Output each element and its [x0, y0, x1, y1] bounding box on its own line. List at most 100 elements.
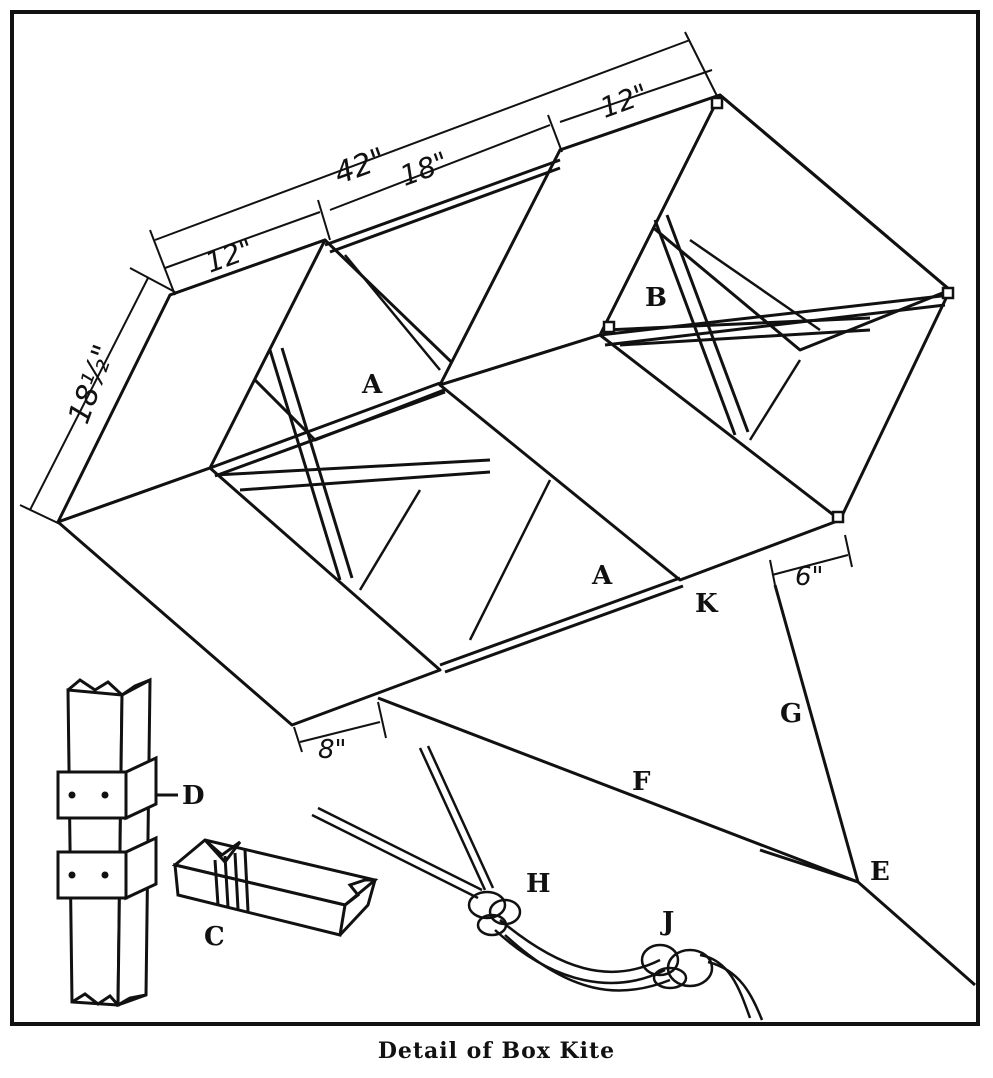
front-cross-brace-1b [280, 347, 354, 579]
front-cross-brace-2b [239, 470, 491, 492]
knot-line-upper-1 [418, 747, 487, 891]
flying-line [857, 880, 976, 987]
label-b: B [645, 283, 667, 313]
corner-tip-4 [602, 320, 616, 334]
longeron-rear-top-2 [604, 303, 946, 347]
dim-overall-tick-l [149, 229, 176, 296]
dim-middle-line [329, 124, 551, 211]
dim-middle-tick [547, 114, 563, 153]
interior-line-1 [344, 254, 441, 371]
detail-c-stick [171, 838, 379, 937]
dimension-lines [19, 31, 853, 753]
longeron-top-2 [329, 166, 561, 254]
label-e: E [870, 857, 890, 887]
knot-line-left-2 [317, 806, 483, 892]
stick-binding-3 [233, 852, 240, 910]
kite-front-cell-bottom-panel [56, 466, 442, 727]
interior-line-4 [689, 238, 821, 332]
dim-middle-label: 18" [396, 145, 453, 193]
label-c: C [204, 922, 225, 952]
kite-rear-cell-bottom-panel [438, 333, 842, 582]
kite-interior-lines [344, 238, 821, 641]
corner-tip-3 [831, 510, 845, 524]
bracket-nail-1 [68, 791, 76, 799]
kite-cross-braces [214, 214, 871, 581]
interior-line-3 [468, 479, 552, 641]
bridle-lines [377, 584, 976, 987]
dim-overall-label: 42" [330, 141, 391, 192]
figure-frame [10, 10, 980, 1026]
label-a-upper: A [361, 370, 383, 400]
longeron-bottom [439, 576, 681, 667]
knot-line-left-1 [311, 813, 479, 900]
stick-broken-end [338, 878, 377, 937]
bracket-nail-4 [101, 871, 109, 879]
dim-front-line [164, 211, 321, 269]
dim-rear-label: 12" [596, 77, 653, 125]
dim-front-tick [317, 199, 331, 241]
rear-cross-brace-2b [619, 328, 871, 347]
longeron-middle-a [209, 381, 441, 470]
interior-line-2 [358, 489, 422, 591]
dim-height-tick-t [129, 267, 176, 293]
front-cross-brace-2 [214, 458, 491, 477]
rear-cross-brace-1 [653, 219, 737, 436]
dim-rear-line [559, 69, 713, 123]
post-broken-top [67, 678, 151, 697]
knot-j-loop-3 [652, 966, 688, 990]
stick-binding-4 [243, 849, 250, 912]
bracket-lower-front [56, 850, 128, 900]
knot-cord-1 [499, 919, 661, 973]
dim-bridle-front-line [299, 721, 381, 743]
stick-notch [203, 838, 242, 865]
dim-bridle-front-label: 8" [318, 735, 347, 765]
longeron-top [324, 158, 561, 247]
dim-overall-tick-r [684, 31, 719, 99]
rear-cross-brace-2 [604, 316, 871, 332]
bracket-upper-front [56, 770, 128, 820]
longeron-middle-a2 [214, 390, 446, 478]
interior-line-5 [748, 359, 802, 441]
knot-line-upper-2 [426, 745, 495, 889]
corner-tip-1 [710, 96, 724, 110]
knot-h-loop-1 [467, 890, 507, 920]
knot-cord-3 [504, 934, 671, 992]
bracket-lower-side [124, 835, 158, 901]
dim-bridle-front-tick-r [377, 701, 387, 739]
dim-height-tick-b [19, 504, 61, 525]
rear-cross-brace-1b [665, 214, 750, 433]
part-labels: A A B K F G E H J D C [182, 283, 890, 952]
bridle-line-g [773, 584, 860, 883]
dim-bridle-front-tick-l [293, 726, 303, 753]
label-k: K [695, 589, 719, 619]
stick-binding-1 [213, 859, 220, 906]
figure-caption: Detail of Box Kite [377, 1038, 616, 1064]
dim-bridle-rear-tick-r [844, 534, 853, 568]
label-a-lower: A [591, 561, 613, 591]
knot-detail [311, 745, 764, 1021]
label-j: J [660, 907, 674, 937]
bracket-upper-side [124, 755, 158, 821]
dim-bridle-rear-tick-l [769, 559, 776, 586]
dim-bridle-rear-label: 6" [795, 562, 824, 592]
knot-j-loop-1 [640, 943, 680, 977]
knot-cord-2 [494, 929, 666, 985]
dim-bridle-rear-line [771, 554, 849, 576]
bracket-nail-3 [68, 871, 76, 879]
post-broken-bottom [71, 992, 147, 1007]
corner-tip-2 [941, 286, 955, 300]
bracket-nail-2 [101, 791, 109, 799]
kite-corner-tips [602, 96, 955, 524]
label-d: D [182, 781, 205, 811]
label-h: H [526, 869, 551, 899]
front-cross-brace-1 [268, 349, 342, 581]
post-front-face [66, 688, 124, 1007]
stick-binding-2 [223, 855, 230, 908]
bridle-line-f [377, 696, 859, 884]
label-g: G [780, 699, 802, 729]
longeron-bottom-2 [444, 584, 684, 674]
detail-d-post [56, 677, 178, 1008]
kite-rear-edge-2 [838, 289, 952, 521]
knot-tail-2 [707, 960, 764, 1021]
